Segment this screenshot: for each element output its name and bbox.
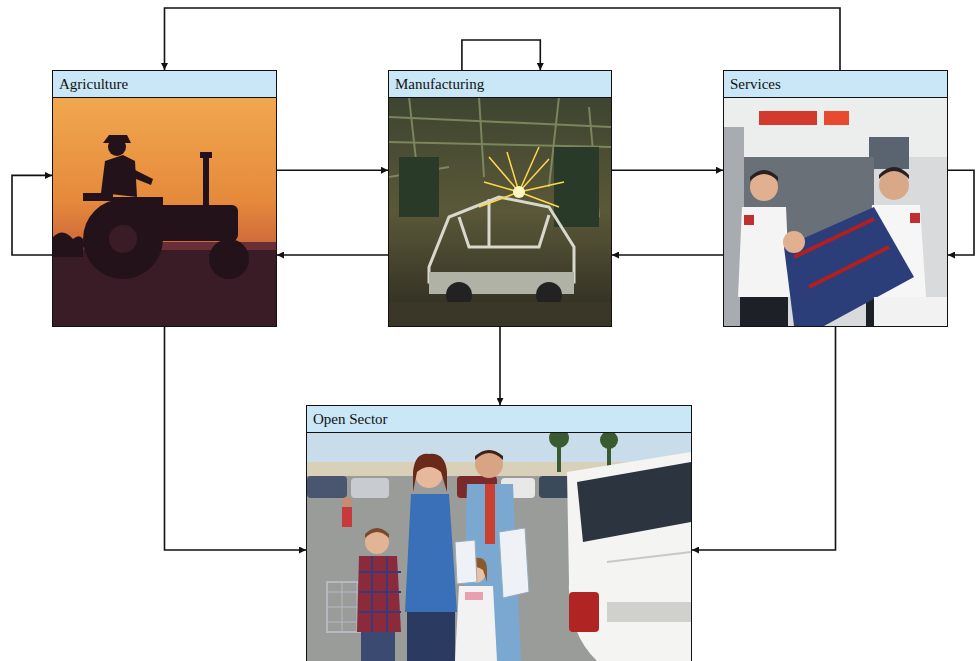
flow-arrow <box>499 327 501 405</box>
flow-arrow <box>165 327 307 550</box>
flow-arrow <box>612 254 723 256</box>
sector-title: Agriculture <box>53 71 276 98</box>
shoppers-photo <box>307 432 691 661</box>
ambulance-photo <box>724 97 947 326</box>
sector-title: Open Sector <box>307 406 691 433</box>
flow-arrow <box>12 175 52 255</box>
sector-title: Manufacturing <box>389 71 611 98</box>
sector-box: Agriculture <box>52 70 277 327</box>
flow-arrow <box>612 169 723 171</box>
sector-box: Manufacturing <box>388 70 612 327</box>
sector-title: Services <box>724 71 947 98</box>
flow-arrow <box>277 169 388 171</box>
flow-arrow <box>692 327 836 550</box>
flow-arrow <box>277 254 388 256</box>
sector-box: Open Sector <box>306 405 692 661</box>
flow-arrow <box>462 40 540 70</box>
flow-arrow <box>948 170 974 255</box>
flow-arrow <box>165 8 841 70</box>
sector-box: Services <box>723 70 948 327</box>
farm-photo <box>53 97 276 326</box>
factory-photo <box>389 97 611 326</box>
